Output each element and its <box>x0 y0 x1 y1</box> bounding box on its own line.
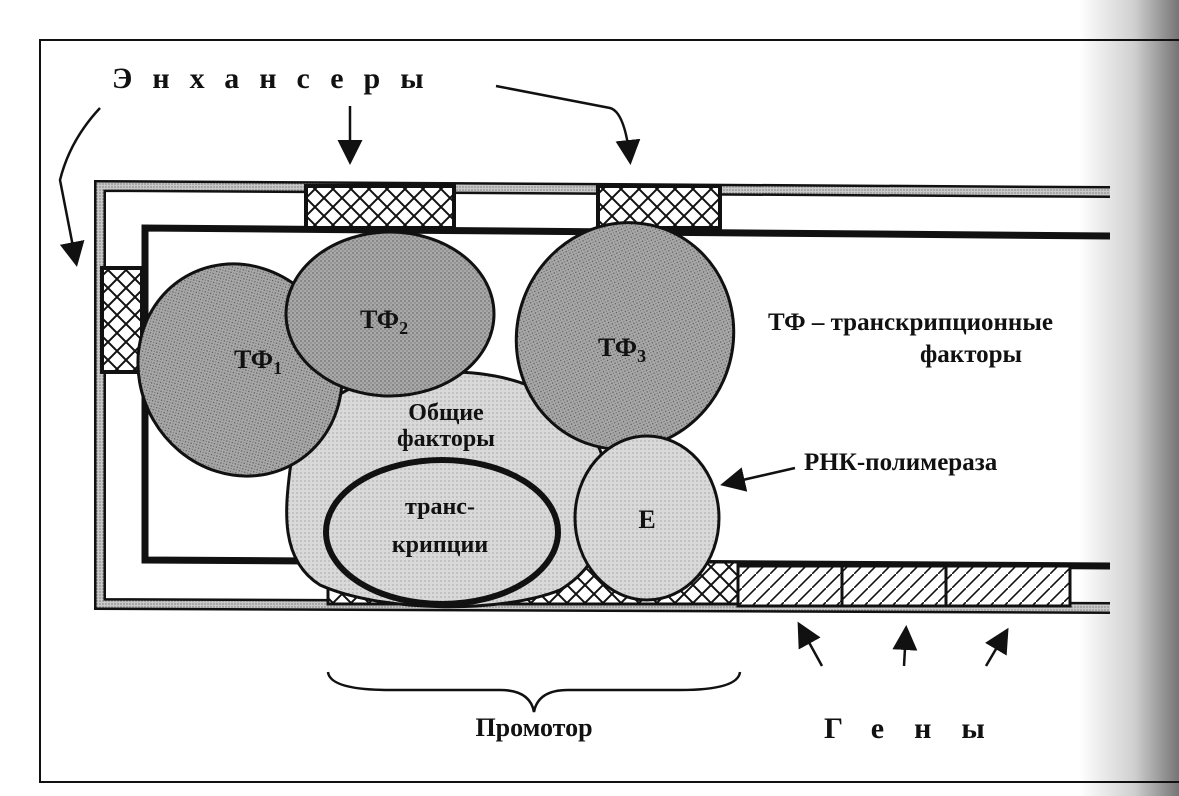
tf3-ellipse <box>514 221 736 451</box>
enhancers-label: Энхансеры <box>112 62 444 95</box>
transcription-label-2: крипции <box>392 532 488 558</box>
general-factors-label-1: Общие <box>408 400 484 426</box>
tf1-label-sub: 1 <box>273 358 282 378</box>
gene-arrow-3 <box>984 627 1009 667</box>
gene-arrow-2 <box>892 625 918 667</box>
enhancer-block <box>596 184 722 230</box>
page-frame <box>39 39 1179 783</box>
enhancer-block <box>100 266 144 374</box>
polymerase-arrow <box>720 466 796 492</box>
tf2-label: ТФ2 <box>360 305 408 338</box>
gene-arrow-1 <box>797 621 824 667</box>
tf3-label-main: ТФ <box>598 333 637 362</box>
genes-label: Гены <box>824 712 1015 745</box>
tf-legend-line-2: факторы <box>920 341 1022 368</box>
promoter-brace <box>326 671 742 713</box>
tf3-label-sub: 3 <box>637 346 646 366</box>
tf1-label: ТФ1 <box>234 345 282 378</box>
enhancer-arrow-left <box>58 107 101 267</box>
enhancer-arrow-right <box>495 84 641 165</box>
gene-blocks <box>736 564 1072 608</box>
tf2-label-sub: 2 <box>399 318 408 338</box>
transcription-label-1: транс- <box>405 494 475 520</box>
gene-block <box>944 564 1072 608</box>
scan-shadow <box>1079 0 1179 796</box>
rna-polymerase-ellipse <box>573 434 721 602</box>
tf-legend-line-1: ТФ – транскрипционные <box>768 309 1053 336</box>
rna-polymerase-label: РНК-полимераза <box>804 449 998 476</box>
transcription-ellipse <box>323 457 561 607</box>
enzyme-label: Е <box>638 505 655 534</box>
enhancer-block <box>304 184 456 230</box>
gene-block <box>736 564 844 608</box>
tf3-label: ТФ3 <box>598 333 646 366</box>
tf2-label-main: ТФ <box>360 305 399 334</box>
gene-block <box>840 564 948 608</box>
promoter-label: Промотор <box>475 713 592 742</box>
tf1-label-main: ТФ <box>234 345 273 374</box>
tf2-ellipse <box>284 230 496 398</box>
general-factors-label-2: факторы <box>397 426 495 452</box>
